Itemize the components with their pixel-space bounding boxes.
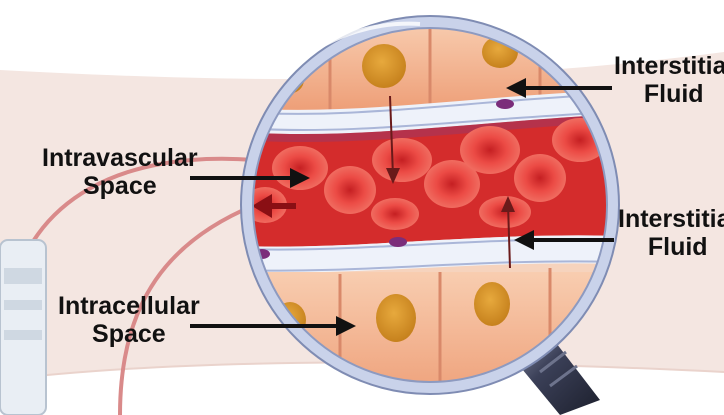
label-line: Interstitial [618, 205, 724, 233]
label-interstitial-fluid-top: Interstitial Fluid [614, 52, 724, 108]
label-line: Fluid [618, 233, 724, 261]
label-line: Fluid [614, 80, 724, 108]
label-intravascular-space: Intravascular Space [42, 144, 198, 200]
label-line: Interstitial [614, 52, 724, 80]
iv-drip-icon [0, 240, 46, 415]
label-line: Intracellular [58, 292, 200, 320]
label-line: Space [42, 172, 198, 200]
label-intracellular-space: Intracellular Space [58, 292, 200, 348]
label-line: Intravascular [42, 144, 198, 172]
label-line: Space [58, 320, 200, 348]
label-interstitial-fluid-bottom: Interstitial Fluid [618, 205, 724, 261]
